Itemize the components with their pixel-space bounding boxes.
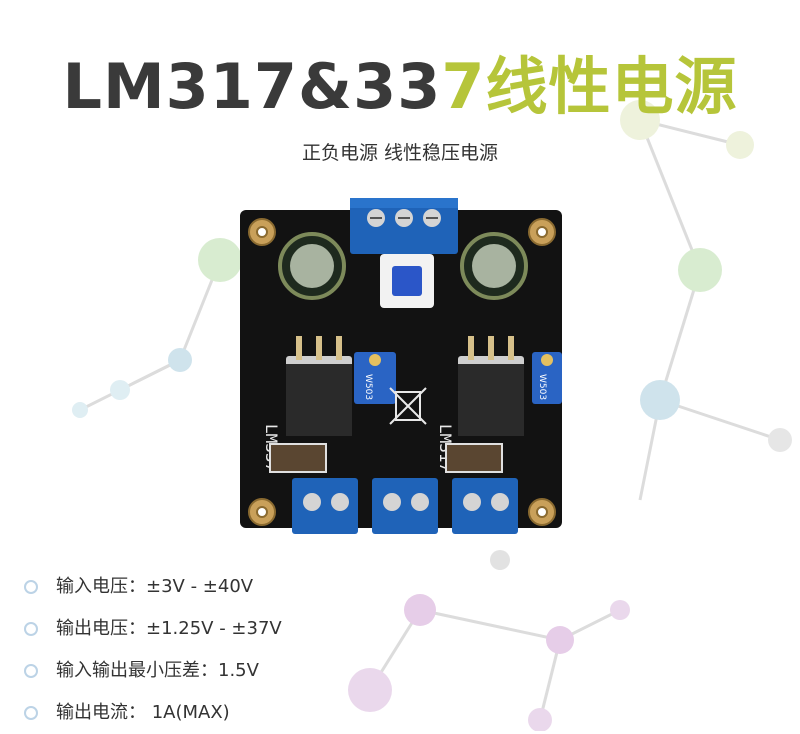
- bullet-icon: [24, 706, 38, 720]
- regulator-right: [458, 336, 524, 436]
- bullet-icon: [24, 664, 38, 678]
- smd-capacitor-left: [269, 443, 327, 473]
- capacitor-left: [278, 232, 346, 300]
- spec-output-voltage: 输出电压：±1.25V - ±37V: [22, 608, 282, 650]
- smd-capacitor-right: [445, 443, 503, 473]
- title-part-model: LM317&33: [62, 50, 442, 123]
- page-subtitle: 正负电源 线性稳压电源: [301, 142, 499, 164]
- input-terminal-block: [350, 198, 458, 254]
- page-title: LM317&337线性电源: [0, 36, 800, 126]
- spec-output-current: 输出电流： 1A(MAX): [22, 692, 282, 734]
- spec-value: 1.5V: [218, 660, 259, 681]
- capacitor-right: [460, 232, 528, 300]
- potentiometer-right-label: W503: [537, 374, 547, 400]
- spec-label: 输出电压：: [56, 618, 146, 639]
- spec-label: 输出电流：: [56, 702, 146, 723]
- potentiometer-right: W503: [532, 352, 562, 404]
- potentiometer-left-label: W503: [363, 374, 373, 400]
- spec-input-voltage: 输入电压：±3V - ±40V: [22, 566, 282, 608]
- bullet-icon: [24, 580, 38, 594]
- mounting-holes: [248, 218, 556, 526]
- potentiometer-left: W503: [354, 352, 396, 404]
- spec-value: ±3V - ±40V: [146, 576, 254, 597]
- title-part-name: 7线性电源: [441, 50, 738, 123]
- spec-min-dropout: 输入输出最小压差：1.5V: [22, 650, 282, 692]
- output-terminal-right: [452, 478, 518, 534]
- power-switch: [380, 254, 434, 308]
- output-terminal-left: [292, 478, 358, 534]
- spec-value: 1A(MAX): [146, 702, 230, 723]
- spec-label: 输入输出最小压差：: [56, 660, 218, 681]
- regulator-left: [286, 336, 352, 436]
- weee-symbol: [389, 387, 427, 425]
- output-terminal-middle: [372, 478, 438, 534]
- specs-list: 输入电压：±3V - ±40V 输出电压：±1.25V - ±37V 输入输出最…: [22, 566, 282, 734]
- bullet-icon: [24, 622, 38, 636]
- spec-value: ±1.25V - ±37V: [146, 618, 282, 639]
- pcb-board-image: LM337 LM317 W503 W503: [240, 198, 562, 534]
- spec-label: 输入电压：: [56, 576, 146, 597]
